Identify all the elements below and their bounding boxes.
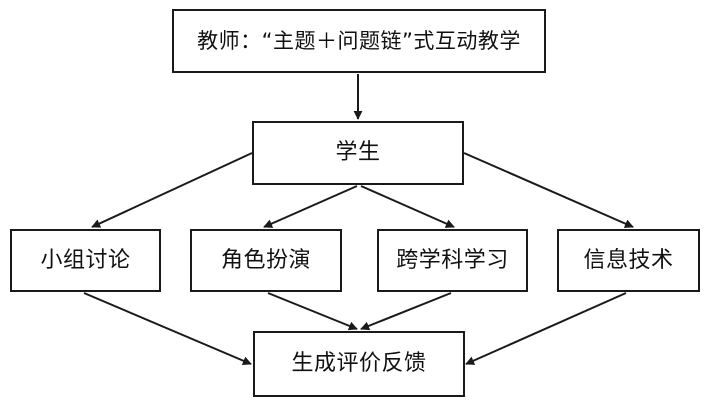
arrow-student-to-interdisciplinary	[360, 185, 455, 228]
arrow-student-to-info-tech	[463, 152, 634, 228]
student-node-label: 学生	[335, 140, 381, 165]
interdisciplinary-node-label: 跨学科学习	[396, 247, 509, 273]
teacher-node: 教师：“主题＋问题链”式互动教学	[172, 9, 546, 73]
arrow-student-to-group-discussion	[91, 152, 253, 228]
arrow-role-play-to-evaluation	[267, 292, 358, 331]
info-tech-node-label: 信息技术	[583, 247, 674, 273]
student-node: 学生	[252, 121, 464, 185]
group-discussion-node-label: 小组讨论	[40, 247, 131, 273]
evaluation-node-label: 生成评价反馈	[291, 351, 427, 376]
arrow-student-to-role-play	[263, 185, 358, 228]
interdisciplinary-node: 跨学科学习	[377, 229, 528, 292]
arrow-interdisciplinary-to-evaluation	[360, 292, 452, 331]
teacher-node-label: 教师：“主题＋问题链”式互动教学	[197, 28, 521, 53]
info-tech-node: 信息技术	[557, 229, 700, 292]
role-play-node: 角色扮演	[190, 229, 342, 292]
evaluation-node: 生成评价反馈	[253, 331, 465, 397]
arrow-info-tech-to-evaluation	[465, 292, 627, 365]
arrow-group-discussion-to-evaluation	[83, 292, 252, 365]
role-play-node-label: 角色扮演	[220, 247, 311, 273]
group-discussion-node: 小组讨论	[10, 229, 161, 292]
